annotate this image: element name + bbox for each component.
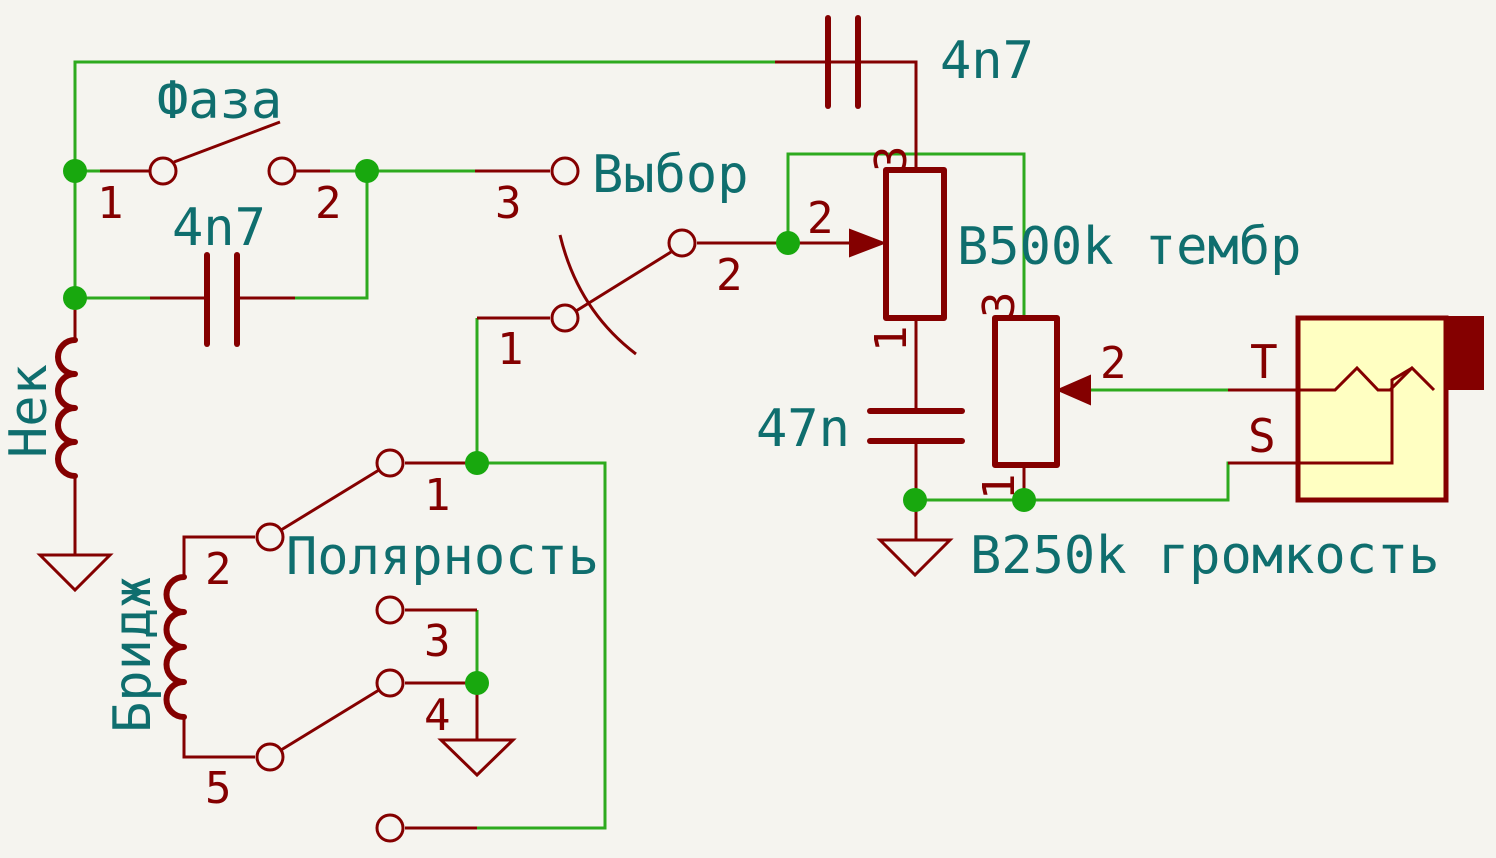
pin-tone-1: 1 [866, 326, 917, 353]
pin-pol-4: 4 [424, 690, 451, 741]
pin-select-1: 1 [497, 324, 524, 375]
junctions [63, 159, 1036, 695]
wires [73, 60, 1300, 830]
label-polarity: Полярность [286, 527, 599, 587]
label-cap-tone: 47n [756, 399, 850, 459]
pin-vol-2: 2 [1100, 338, 1127, 389]
polarity-switch [255, 448, 405, 843]
label-bridge: Бридж [103, 576, 163, 733]
neck-pickup [55, 337, 78, 479]
component-labels: 4n7 4n7 47n Фаза Выбор Нек Бридж Полярно… [0, 31, 1440, 733]
wire-mid-cap-right [295, 171, 369, 300]
volume-potentiometer [992, 315, 1091, 468]
pin-phase-2: 2 [315, 178, 342, 229]
pin-pol-3: 3 [424, 616, 451, 667]
pin-vol-3: 3 [974, 292, 1025, 319]
label-cap-top: 4n7 [940, 31, 1034, 91]
label-neck: Нек [0, 364, 59, 458]
ground-neck [36, 553, 114, 593]
ground-polarity [437, 738, 517, 778]
pin-phase-1: 1 [97, 178, 124, 229]
ground-main [876, 538, 954, 578]
label-volume-pot: B250k громкость [970, 526, 1440, 586]
wire-top-loop [73, 60, 775, 298]
pin-pol-2: 2 [205, 544, 232, 595]
bridge-pickup [163, 574, 187, 720]
capacitor-mid [204, 252, 240, 347]
label-jack-tip: T [1250, 335, 1278, 389]
pin-vol-1: 1 [974, 474, 1025, 501]
capacitor-top [775, 15, 916, 109]
pin-pol-5: 5 [205, 763, 232, 814]
pin-numbers: 1 2 3 1 2 1 2 3 1 2 3 1 2 3 4 5 [97, 146, 1127, 815]
wire-polarity-bus [477, 461, 607, 830]
pin-pol-1: 1 [424, 470, 451, 521]
capacitor-tone [867, 408, 965, 444]
pin-tone-2: 2 [807, 193, 834, 244]
label-cap-mid: 4n7 [172, 198, 266, 258]
phase-switch [148, 120, 297, 186]
select-switch [550, 156, 697, 356]
pin-phase-3: 3 [495, 178, 522, 229]
label-select: Выбор [592, 145, 749, 205]
label-tone-pot: B500k тембр [957, 217, 1301, 277]
label-jack-sleeve: S [1248, 409, 1276, 463]
pin-tone-3: 3 [866, 146, 917, 173]
wire-tone-wiper-loop [786, 152, 1026, 320]
pin-select-2: 2 [716, 250, 743, 301]
output-jack [1295, 315, 1484, 503]
wire-ground-bus [915, 461, 1300, 502]
label-phase: Фаза [157, 71, 282, 131]
